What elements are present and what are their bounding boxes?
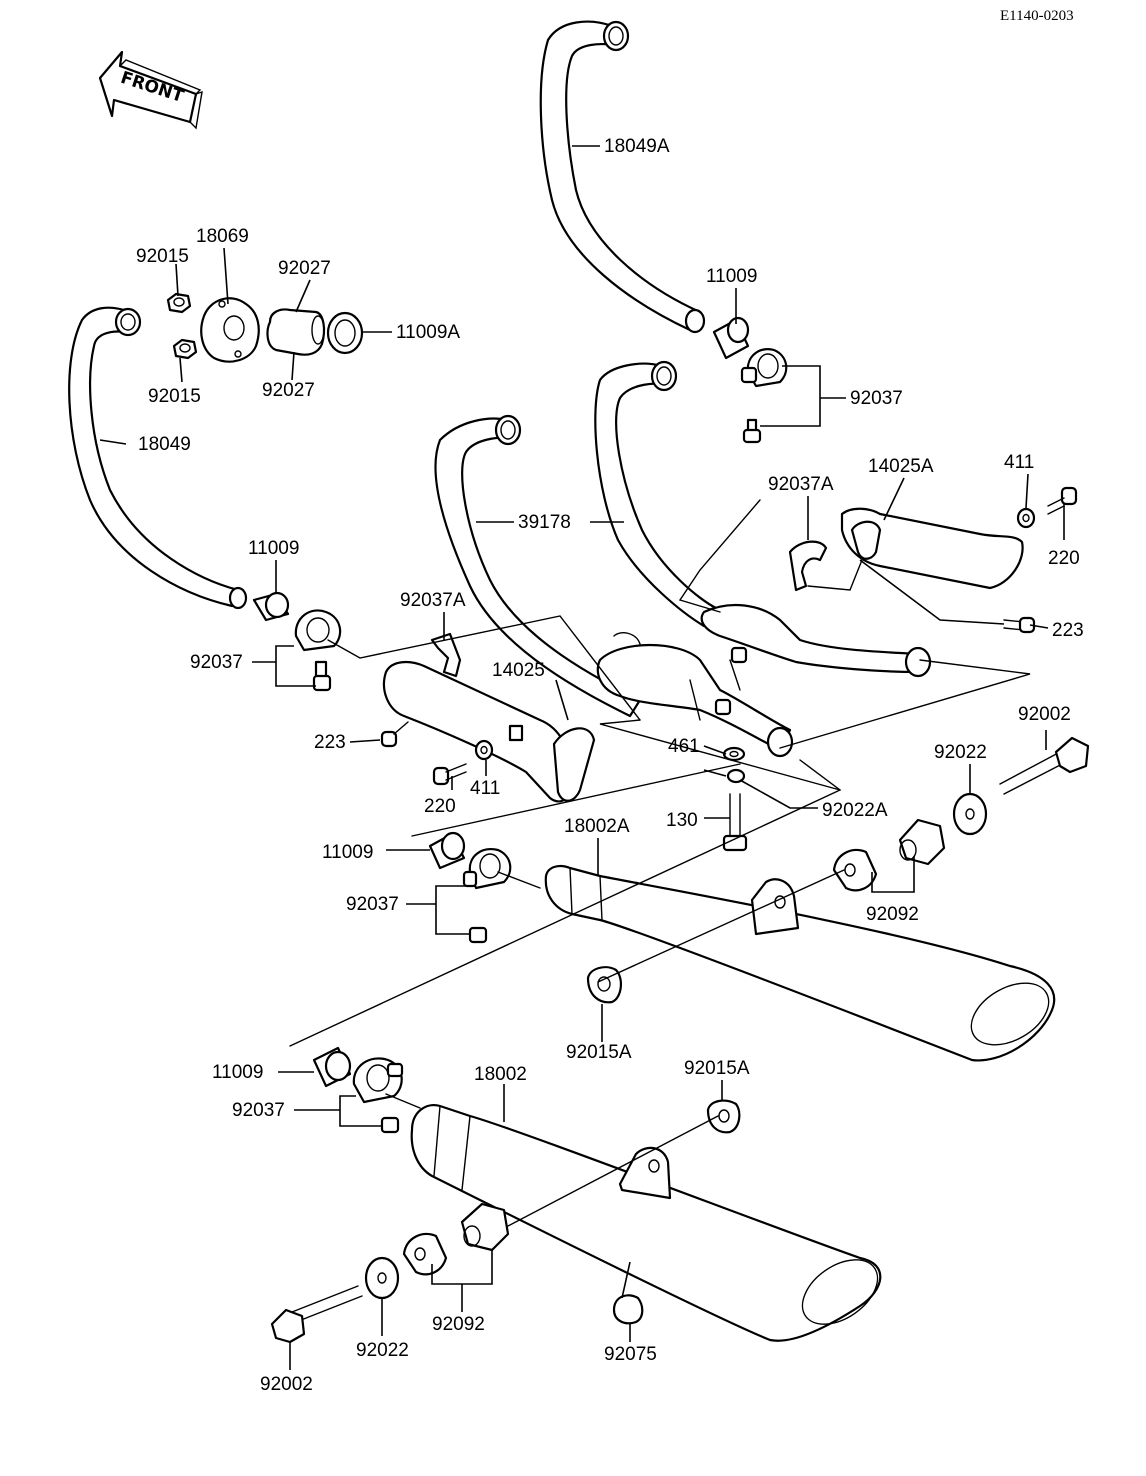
label-223-left: 223 [314,732,346,753]
label-223-right: 223 [1052,620,1084,641]
clamp-92037-top [740,348,788,444]
label-92002-low: 92002 [260,1374,313,1395]
bracket-92037A-right [788,540,828,592]
label-92037A-mid: 92037A [400,590,466,611]
header-pipe-18049 [68,306,248,610]
label-220-left: 220 [424,796,456,817]
label-92015A-mid: 92015A [566,1042,632,1063]
label-220-right: 220 [1048,548,1080,569]
collar-11009-low [312,1046,352,1088]
label-92092-right: 92092 [866,904,919,925]
label-92027-b: 92027 [262,380,315,401]
label-92022-low: 92022 [356,1340,409,1361]
screw-223-left [380,721,409,748]
label-92075: 92075 [604,1344,657,1365]
label-92022A: 92022A [822,800,888,821]
label-18002A: 18002A [564,816,630,837]
label-92015A-low: 92015A [684,1058,750,1079]
label-92015-a: 92015 [136,246,189,267]
collar-11009-mid [428,831,466,870]
bolt-92002-right [999,736,1090,795]
label-92037-mid: 92037 [346,894,399,915]
label-11009-left: 11009 [248,538,299,559]
collar-11009-left [252,591,290,622]
label-11009-low: 11009 [212,1062,263,1083]
y-pipe-39178 [434,360,932,758]
nut-92015A-low [706,1099,741,1134]
label-18002: 18002 [474,1064,527,1085]
label-18049A: 18049A [604,136,670,157]
label-92022-right: 92022 [934,742,987,763]
label-14025A: 14025A [868,456,934,477]
label-130: 130 [666,810,698,831]
clamp-92037-mid [462,848,512,944]
bolt-220-right [1047,486,1078,515]
grommet-92092-right [832,818,946,892]
bolt-130 [722,793,748,852]
damper-92022A [726,768,746,784]
washer-92022-low [364,1256,400,1300]
screw-223-right [1003,616,1036,634]
bolt-92002-low [270,1285,363,1344]
label-92015-b: 92015 [148,386,201,407]
bolt-220-left [432,763,467,786]
clamp-92037-low [352,1057,404,1134]
sleeve-92027 [266,308,326,356]
cap-92075 [612,1294,644,1325]
front-arrow-icon: FRONT [98,50,203,130]
label-411-left: 411 [470,778,500,799]
label-461: 461 [668,736,700,757]
nut-92015A-mid [586,966,622,1004]
label-92037-left: 92037 [190,652,243,673]
grommet-92092-low [402,1202,510,1276]
washer-411-right [1016,507,1036,529]
label-18049: 18049 [138,434,191,455]
part-labels: 18049A 11009 92037 18069 92015 92015 920… [136,136,1084,1395]
label-11009A: 11009A [396,322,460,343]
label-92037A-right: 92037A [768,474,834,495]
washer-411-left [474,739,494,761]
label-92092-low: 92092 [432,1314,485,1335]
washer-92022-right [952,792,988,836]
nut-92015-b [172,338,198,360]
heat-shield-14025 [382,660,596,803]
leader-lines [99,145,1065,1370]
label-92037-low: 92037 [232,1100,285,1121]
label-92027-a: 92027 [278,258,331,279]
gasket-11009A [326,311,364,355]
label-14025: 14025 [492,660,545,681]
label-92037-top: 92037 [850,388,903,409]
clamp-92037-left [294,609,342,692]
collar-11009-top [712,316,750,360]
label-411-right: 411 [1004,452,1034,473]
header-pipe-18049A [539,20,706,334]
nut-92015-a [166,292,192,314]
document-code: E1140-0203 [1000,8,1074,24]
heat-shield-14025A [840,507,1024,590]
label-39178: 39178 [518,512,571,533]
muffler-18002A [544,865,1056,1062]
label-11009-top: 11009 [706,266,757,287]
label-11009-mid: 11009 [322,842,373,863]
flange-18069 [200,297,260,363]
label-92002-right: 92002 [1018,704,1071,725]
label-18069: 18069 [196,226,249,247]
